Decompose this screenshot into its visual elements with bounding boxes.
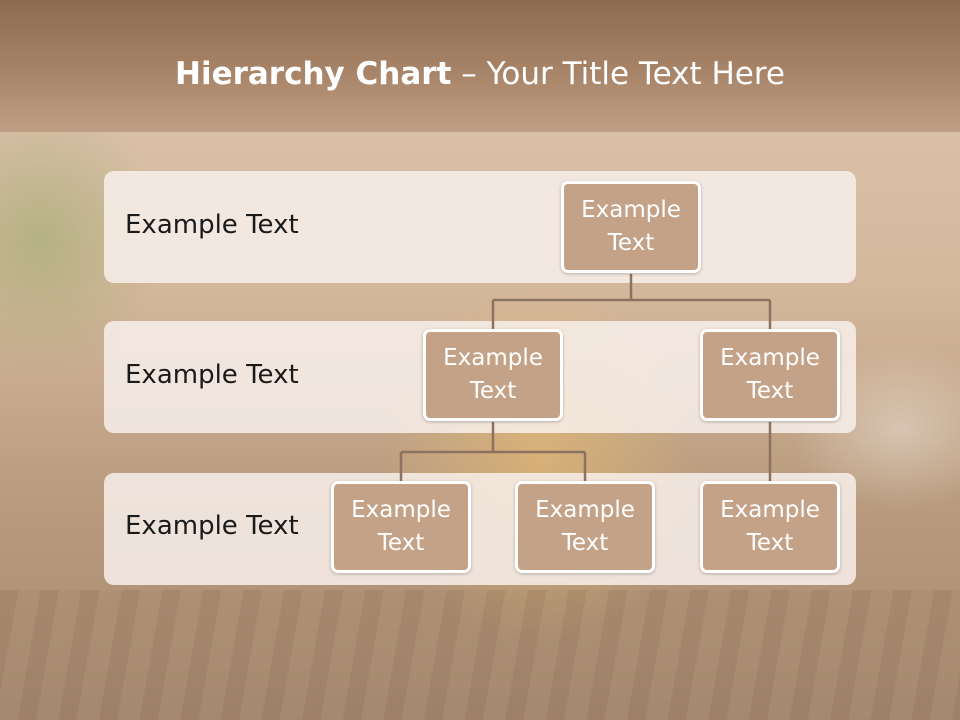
level-label-3: Example Text: [125, 511, 299, 541]
node-level3-right-text: Example Text: [720, 497, 820, 556]
node-level3-middle[interactable]: Example Text: [515, 481, 655, 573]
node-level3-left[interactable]: Example Text: [331, 481, 471, 573]
node-level2-right[interactable]: Example Text: [700, 329, 840, 421]
connector-root-to-level2: [491, 274, 772, 329]
background-wood-texture: [0, 590, 960, 720]
connector-level2-left-to-level3: [399, 422, 587, 481]
node-level3-middle-text: Example Text: [535, 497, 635, 556]
level-label-1: Example Text: [125, 210, 299, 240]
node-level2-left-text: Example Text: [443, 345, 543, 404]
node-level3-left-text: Example Text: [351, 497, 451, 556]
node-root-text: Example Text: [581, 197, 681, 256]
slide-title-bold: Hierarchy Chart: [175, 56, 452, 92]
slide-title-rest: – Your Title Text Here: [451, 56, 785, 92]
title-band: [0, 0, 960, 132]
node-root[interactable]: Example Text: [561, 181, 701, 273]
level-label-2: Example Text: [125, 360, 299, 390]
slide-title: Hierarchy Chart – Your Title Text Here: [0, 56, 960, 92]
node-level3-right[interactable]: Example Text: [700, 481, 840, 573]
node-level2-right-text: Example Text: [720, 345, 820, 404]
node-level2-left[interactable]: Example Text: [423, 329, 563, 421]
level-band-1: [104, 171, 856, 283]
